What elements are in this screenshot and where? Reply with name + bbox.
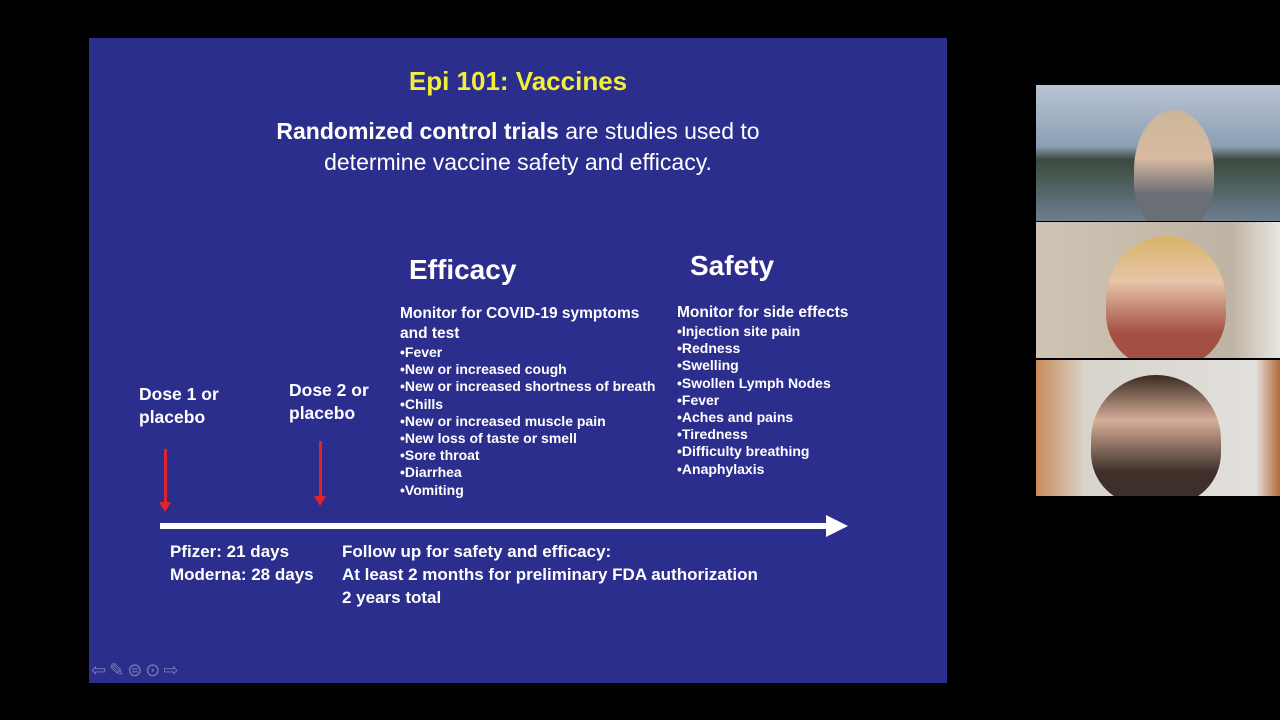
interval-text: Pfizer: 21 days Moderna: 28 days bbox=[170, 540, 314, 586]
dose1-arrow bbox=[159, 449, 171, 512]
safety-item: •Redness bbox=[677, 340, 741, 357]
moderna-interval: Moderna: 28 days bbox=[170, 565, 314, 584]
safety-item: •Fever bbox=[677, 391, 720, 408]
arrow-right-icon[interactable]: ⇨ bbox=[163, 660, 179, 680]
subtitle-bold: Randomized control trials bbox=[276, 118, 559, 144]
safety-item: •Anaphylaxis bbox=[677, 460, 765, 477]
efficacy-item: •New or increased muscle pain bbox=[400, 412, 606, 429]
menu-icon[interactable]: ⊜ bbox=[127, 660, 143, 680]
safety-heading: Safety bbox=[690, 250, 775, 281]
efficacy-list: Monitor for COVID-19 symptoms and test •… bbox=[400, 304, 670, 499]
pen-icon[interactable]: ✎ bbox=[109, 660, 125, 680]
efficacy-item: •Vomiting bbox=[400, 481, 464, 498]
efficacy-item: •Chills bbox=[400, 395, 444, 412]
efficacy-item: •Sore throat bbox=[400, 447, 480, 464]
efficacy-monitor: Monitor for COVID-19 symptoms and test bbox=[400, 305, 640, 342]
followup-line: 2 years total bbox=[342, 588, 442, 607]
safety-item: •Injection site pain bbox=[677, 323, 801, 339]
presentation-slide: Epi 101: Vaccines Randomized control tri… bbox=[89, 38, 947, 683]
followup-line: Follow up for safety and efficacy: bbox=[342, 542, 612, 561]
followup-text: Follow up for safety and efficacy: At le… bbox=[342, 540, 758, 609]
participant-video-3 bbox=[1036, 360, 1280, 496]
slide-title: Epi 101: Vaccines bbox=[408, 66, 628, 96]
slide-nav-toolbar: ⇦ ✎ ⊜ ⊙ ⇨ bbox=[91, 660, 178, 681]
safety-item: •Swollen Lymph Nodes bbox=[677, 374, 831, 391]
efficacy-item: •New or increased shortness of breath bbox=[400, 378, 656, 395]
safety-item: •Swelling bbox=[677, 357, 739, 374]
more-icon[interactable]: ⊙ bbox=[145, 660, 161, 680]
efficacy-heading: Efficacy bbox=[409, 254, 517, 285]
participant-video-2 bbox=[1036, 222, 1280, 358]
followup-line: At least 2 months for preliminary FDA au… bbox=[342, 565, 758, 584]
dose2-label: Dose 2 or placebo bbox=[289, 380, 369, 423]
safety-monitor: Monitor for side effects bbox=[677, 304, 849, 321]
dose1-label: Dose 1 or placebo bbox=[139, 384, 219, 427]
safety-item: •Difficulty breathing bbox=[677, 443, 810, 460]
subtitle-line2: determine vaccine safety and efficacy. bbox=[324, 149, 712, 175]
efficacy-item: •Diarrhea bbox=[400, 464, 462, 481]
timeline-arrow bbox=[160, 515, 848, 537]
safety-item: •Aches and pains bbox=[677, 409, 794, 426]
subtitle-rest: are studies used to bbox=[558, 118, 760, 144]
participant-video-1 bbox=[1036, 85, 1280, 221]
safety-list: Monitor for side effects •Injection site… bbox=[677, 303, 897, 478]
dose2-arrow bbox=[314, 441, 326, 506]
pfizer-interval: Pfizer: 21 days bbox=[170, 542, 290, 561]
arrow-left-icon[interactable]: ⇦ bbox=[91, 660, 107, 680]
efficacy-item: •New or increased cough bbox=[400, 361, 567, 378]
efficacy-item: •Fever bbox=[400, 344, 443, 360]
safety-item: •Tiredness bbox=[677, 426, 748, 443]
efficacy-item: •New loss of taste or smell bbox=[400, 430, 577, 447]
slide-subtitle: Randomized control trials are studies us… bbox=[89, 116, 947, 178]
